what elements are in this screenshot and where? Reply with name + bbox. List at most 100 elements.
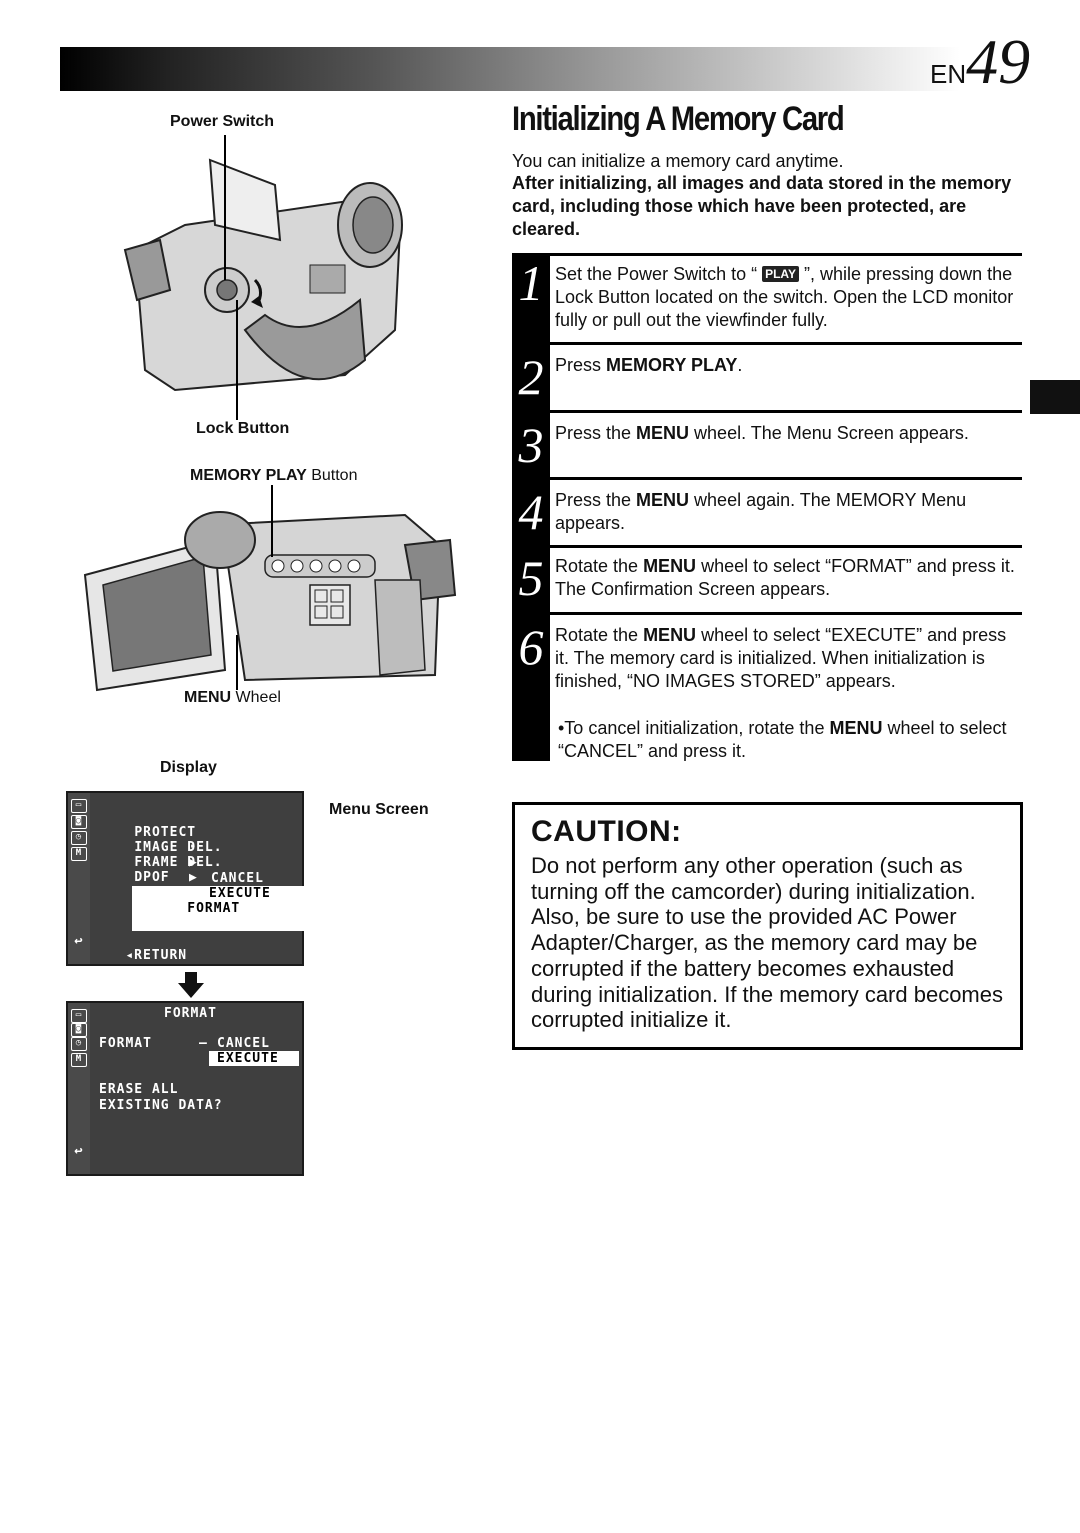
clock-icon: ◷ [71, 1037, 87, 1051]
step-6-bullet-before: •To cancel initialization, rotate the [558, 718, 830, 738]
step-1-text-after: ”, while pressing down the Lock Button l… [555, 264, 1014, 330]
step-6-strong: MENU [643, 625, 697, 645]
confirm-dash: – [199, 1036, 208, 1051]
step-3-number: 3 [518, 417, 544, 473]
confirm-option-execute: EXECUTE [209, 1051, 299, 1066]
step-6-bullet: •To cancel initialization, rotate the ME… [558, 717, 1023, 763]
menu-item-format-row: FORMAT [97, 871, 309, 946]
step-4-strong: MENU [636, 490, 690, 510]
step-3-text-after: wheel. The Menu Screen appears. [689, 423, 969, 443]
menu-item-protect-label: PROTECT [134, 825, 197, 840]
menu-item-protect: PROTECT ➧ [99, 810, 198, 870]
clock-icon: ◷ [71, 831, 87, 845]
step-2-text-after: . [737, 355, 743, 375]
camcorder-rear-illustration [115, 130, 415, 425]
tape-icon: ▭ [71, 799, 87, 813]
menu-item-dpof-label: DPOF [134, 870, 170, 885]
menu-item-image-del-marker: ▶ [189, 855, 198, 870]
step-4-text: Press the MENU wheel again. The MEMORY M… [555, 489, 1025, 535]
intro-text: You can initialize a memory card anytime… [512, 151, 844, 171]
header-gradient-bar [60, 47, 960, 91]
confirm-erase-line1: ERASE ALL [99, 1082, 179, 1097]
section-tab-marker [1030, 380, 1080, 414]
step-3-strong: MENU [636, 423, 690, 443]
label-power-switch: Power Switch [170, 113, 275, 130]
page-number: EN49 [930, 30, 1060, 100]
label-lock-button: Lock Button [196, 420, 290, 437]
step-1-text: Set the Power Switch to “ PLAY ”, while … [555, 263, 1025, 332]
step-2-rule [550, 342, 1022, 345]
label-menu-wheel: MENU Wheel [184, 689, 281, 707]
step-5-text-before: Rotate the [555, 556, 644, 576]
caution-body: Do not perform any other operation (such… [531, 853, 1003, 1033]
steps-side-bar [512, 253, 550, 761]
menu-item-frame-del-marker: ▶ [189, 870, 198, 885]
step-4-text-before: Press the [555, 490, 637, 510]
menu-return-label: RETURN [134, 948, 188, 963]
step-1-text-before: Set the Power Switch to “ [555, 264, 763, 284]
format-option-execute: EXECUTE [201, 886, 273, 901]
label-display: Display [160, 759, 217, 776]
menu-return-row: ◂RETURN [90, 933, 187, 978]
step-6-text: Rotate the MENU wheel to select “EXECUTE… [555, 624, 1025, 693]
tape-icon: ▭ [71, 1009, 87, 1023]
return-icon: ↩ [74, 933, 84, 949]
label-memory-play-rest: Button [306, 467, 358, 484]
label-menu-wheel-rest: Wheel [231, 689, 281, 706]
page-number-value: 49 [966, 26, 1031, 97]
step-4-text-after: wheel again. The MEMORY Menu appears. [555, 490, 967, 533]
step-2-text-before: Press [555, 355, 607, 375]
step-3-rule [550, 410, 1022, 413]
confirm-option-cancel: CANCEL [217, 1036, 270, 1051]
step-6-number: 6 [518, 619, 544, 675]
menu-item-frame-del: FRAME DEL. ▶ [99, 840, 223, 900]
camcorder-open-lcd-illustration [75, 485, 460, 695]
lcd-icon-column: ▭ ◙ ◷ M ↩ [68, 793, 90, 964]
step-4-number: 4 [518, 484, 544, 540]
step-4-rule [550, 477, 1022, 480]
step-5-strong: MENU [643, 556, 697, 576]
menu-item-format-highlight: FORMAT [132, 886, 309, 931]
step-1-rule [550, 253, 1022, 256]
step-2-strong: MEMORY PLAY [606, 355, 738, 375]
memory-card-icon: M [71, 1053, 87, 1067]
menu-screen-display: ▭ ◙ ◷ M ↩ PROTECT ➧ IMAGE DEL. ▶ FRAME D… [66, 791, 309, 966]
format-option-cancel: CANCEL [209, 871, 266, 886]
page-title: Initializing A Memory Card [512, 100, 845, 138]
down-arrow-icon [178, 972, 204, 1003]
step-6-bullet-after: wheel to select “CANCEL” and press it. [558, 718, 1007, 761]
menu-item-frame-del-label: FRAME DEL. [134, 855, 223, 870]
menu-item-image-del: IMAGE DEL. ▶ [99, 825, 223, 885]
label-menu-wheel-strong: MENU [184, 689, 232, 706]
confirmation-screen-display: ▭ ◙ ◷ M ↩ FORMAT FORMAT – CANCEL EXECUTE… [66, 1001, 304, 1176]
label-menu-screen: Menu Screen [329, 801, 429, 818]
step-5-number: 5 [518, 550, 544, 606]
step-2-text: Press MEMORY PLAY. [555, 354, 1025, 377]
camera-icon: ◙ [71, 1023, 87, 1037]
step-6-text-after: wheel to select “EXECUTE” and press it. … [555, 625, 1007, 691]
menu-item-format-label: FORMAT [187, 901, 241, 916]
warning-text: After initializing, all images and data … [512, 173, 1012, 239]
confirm-format-label: FORMAT [99, 1036, 152, 1051]
lcd-icon-column-2: ▭ ◙ ◷ M ↩ [68, 1003, 90, 1174]
label-memory-play-strong: MEMORY PLAY [190, 467, 307, 484]
memory-card-icon: M [71, 847, 87, 861]
caution-box: CAUTION: Do not perform any other operat… [512, 802, 1023, 1050]
step-6-text-before: Rotate the [555, 625, 644, 645]
menu-item-image-del-label: IMAGE DEL. [134, 840, 223, 855]
confirm-heading: FORMAT [164, 1006, 217, 1021]
menu-item-protect-marker: ➧ [189, 840, 198, 855]
play-mode-badge: PLAY [762, 266, 799, 282]
step-2-number: 2 [518, 349, 544, 405]
step-3-text: Press the MENU wheel. The Menu Screen ap… [555, 422, 1025, 445]
label-memory-play-button: MEMORY PLAY Button [190, 467, 357, 485]
caution-title: CAUTION: [531, 815, 682, 848]
step-1-number: 1 [518, 255, 544, 311]
step-6-bullet-strong: MENU [829, 718, 883, 738]
page-lang-code: EN [930, 59, 967, 89]
camera-icon: ◙ [71, 815, 87, 829]
confirm-erase-line2: EXISTING DATA? [99, 1098, 223, 1113]
return-arrow-icon: ◂ [125, 948, 135, 963]
step-5-text: Rotate the MENU wheel to select “FORMAT”… [555, 555, 1025, 601]
return-icon: ↩ [74, 1143, 84, 1159]
